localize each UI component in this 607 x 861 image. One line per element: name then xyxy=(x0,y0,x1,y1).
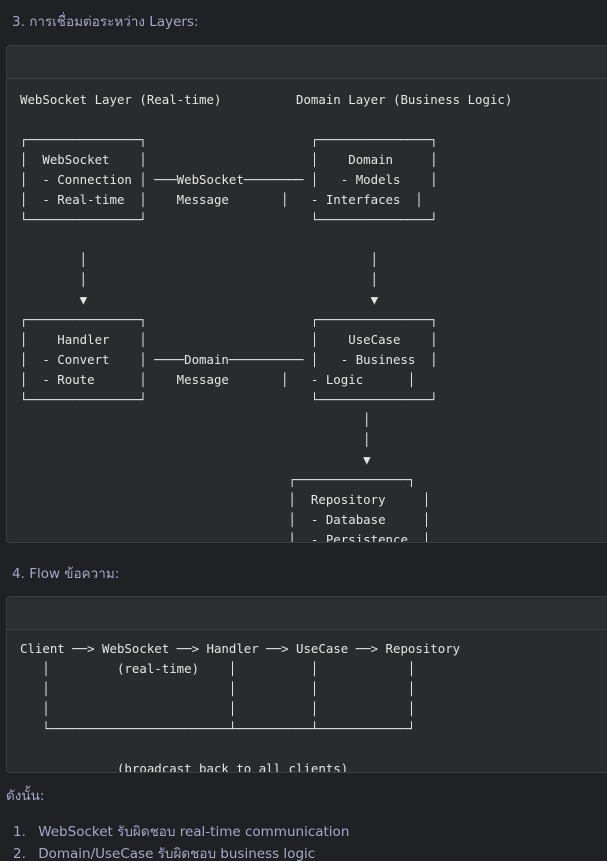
list-item-number: 1. xyxy=(13,824,26,840)
section-3-number: 3. xyxy=(12,14,25,30)
list-item-number: 2. xyxy=(13,846,26,861)
section-4-title: Flow ข้อความ: xyxy=(29,566,120,582)
conclusion-label: ดังนั้น: xyxy=(6,788,45,804)
section-4-heading: 4. Flow ข้อความ: xyxy=(12,562,119,584)
list-item-text: Domain/UseCase รับผิดชอบ business logic xyxy=(38,846,316,861)
flow-code-block: Client ──> WebSocket ──> Handler ──> Use… xyxy=(6,596,607,773)
section-4-number: 4. xyxy=(12,566,25,582)
code-block-header xyxy=(7,597,607,630)
layers-code-block: WebSocket Layer (Real-time) Domain Layer… xyxy=(6,45,607,543)
layers-diagram[interactable]: WebSocket Layer (Real-time) Domain Layer… xyxy=(20,92,513,543)
section-3-title: การเชื่อมต่อระหว่าง Layers: xyxy=(29,14,199,30)
list-item: 2. Domain/UseCase รับผิดชอบ business log… xyxy=(13,842,315,861)
code-block-header xyxy=(7,46,607,79)
list-item: 1. WebSocket รับผิดชอบ real-time communi… xyxy=(13,820,349,842)
section-3-heading: 3. การเชื่อมต่อระหว่าง Layers: xyxy=(12,10,199,32)
list-item-text: WebSocket รับผิดชอบ real-time communicat… xyxy=(38,824,350,840)
flow-diagram[interactable]: Client ──> WebSocket ──> Handler ──> Use… xyxy=(20,641,461,773)
